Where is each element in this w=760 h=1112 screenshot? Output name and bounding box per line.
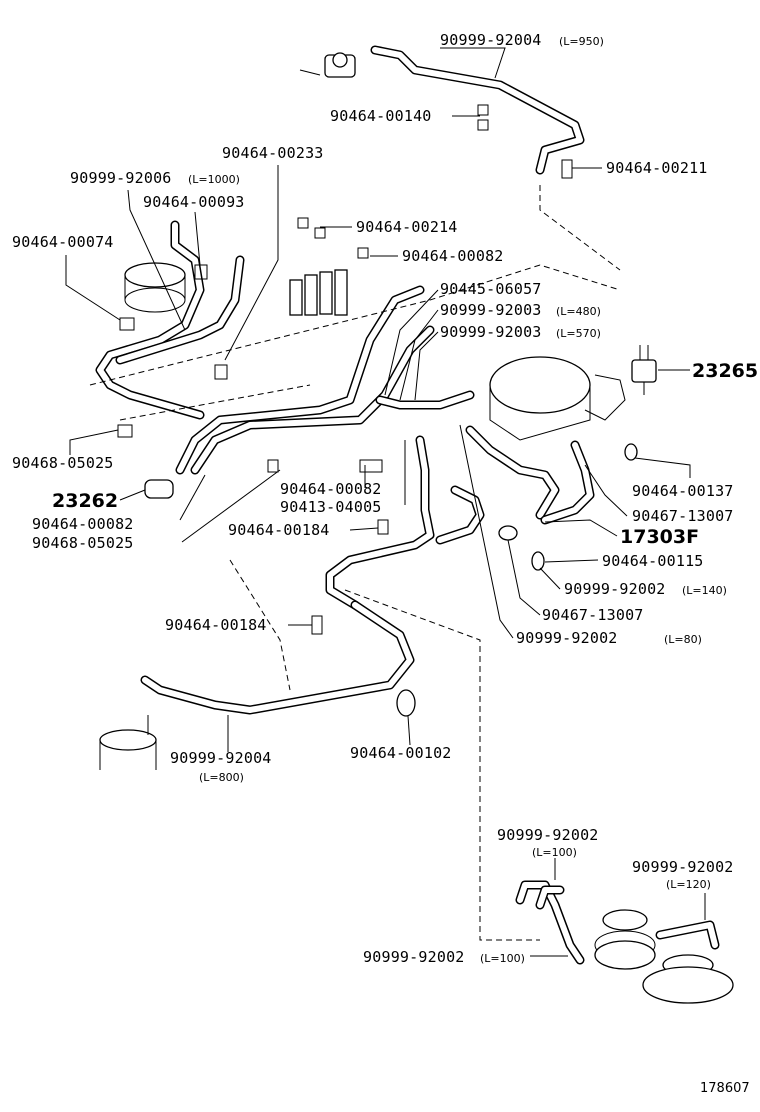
len-480: (L=480) — [556, 305, 601, 318]
len-100a: (L=100) — [532, 846, 577, 859]
label-90464-00140: 90464-00140 — [330, 107, 432, 125]
label-90464-00184-b: 90464-00184 — [165, 616, 267, 634]
component-shapes — [89, 52, 734, 1004]
len-100b: (L=100) — [480, 952, 525, 965]
label-90999-92002-100a: 90999-92002 — [497, 826, 599, 844]
label-90464-00137: 90464-00137 — [632, 482, 734, 500]
label-17303F: 17303F — [620, 526, 699, 548]
label-90464-00115: 90464-00115 — [602, 552, 704, 570]
label-90468-05025-left: 90468-05025 — [12, 454, 114, 472]
label-90445-06057: 90445-06057 — [440, 280, 542, 298]
label-90999-92003-a: 90999-92003 — [440, 301, 542, 319]
label-90999-92002-80: 90999-92002 — [516, 629, 618, 647]
label-90999-92006: 90999-92006 — [70, 169, 172, 187]
label-90999-92004-top: 90999-92004 — [440, 31, 542, 49]
leader-lines — [65, 47, 706, 957]
len-120: (L=120) — [666, 878, 711, 891]
hose-lines — [95, 45, 720, 965]
label-90999-92003-b: 90999-92003 — [440, 323, 542, 341]
len-800: (L=800) — [199, 771, 244, 784]
len-1000: (L=1000) — [188, 173, 240, 186]
label-90467-13007-right: 90467-13007 — [632, 507, 734, 525]
part-labels: 90999-92004 (L=950) 90464-00140 90464-00… — [12, 31, 758, 1096]
label-90468-05025-low: 90468-05025 — [32, 534, 134, 552]
label-90999-92004-low: 90999-92004 — [170, 749, 272, 767]
len-140: (L=140) — [682, 584, 727, 597]
label-90464-00082-top: 90464-00082 — [402, 247, 504, 265]
len-950: (L=950) — [559, 35, 604, 48]
label-90467-13007-low: 90467-13007 — [542, 606, 644, 624]
len-80: (L=80) — [664, 633, 702, 646]
label-90999-92002-140: 90999-92002 — [564, 580, 666, 598]
label-90999-92002-120: 90999-92002 — [632, 858, 734, 876]
label-90464-00093: 90464-00093 — [143, 193, 245, 211]
label-90464-00214: 90464-00214 — [356, 218, 458, 236]
label-90464-00102: 90464-00102 — [350, 744, 452, 762]
label-90464-00184-a: 90464-00184 — [228, 521, 330, 539]
label-90464-00233: 90464-00233 — [222, 144, 324, 162]
label-90413-04005: 90413-04005 — [280, 498, 382, 516]
label-23265: 23265 — [692, 360, 758, 382]
label-90464-00082-low: 90464-00082 — [32, 515, 134, 533]
len-570: (L=570) — [556, 327, 601, 340]
label-90464-00074: 90464-00074 — [12, 233, 114, 251]
label-90999-92002-100b: 90999-92002 — [363, 948, 465, 966]
label-90464-00211: 90464-00211 — [606, 159, 708, 177]
label-23262: 23262 — [52, 490, 118, 512]
label-90464-00082-mid: 90464-00082 — [280, 480, 382, 498]
figure-id: 178607 — [700, 1081, 750, 1096]
